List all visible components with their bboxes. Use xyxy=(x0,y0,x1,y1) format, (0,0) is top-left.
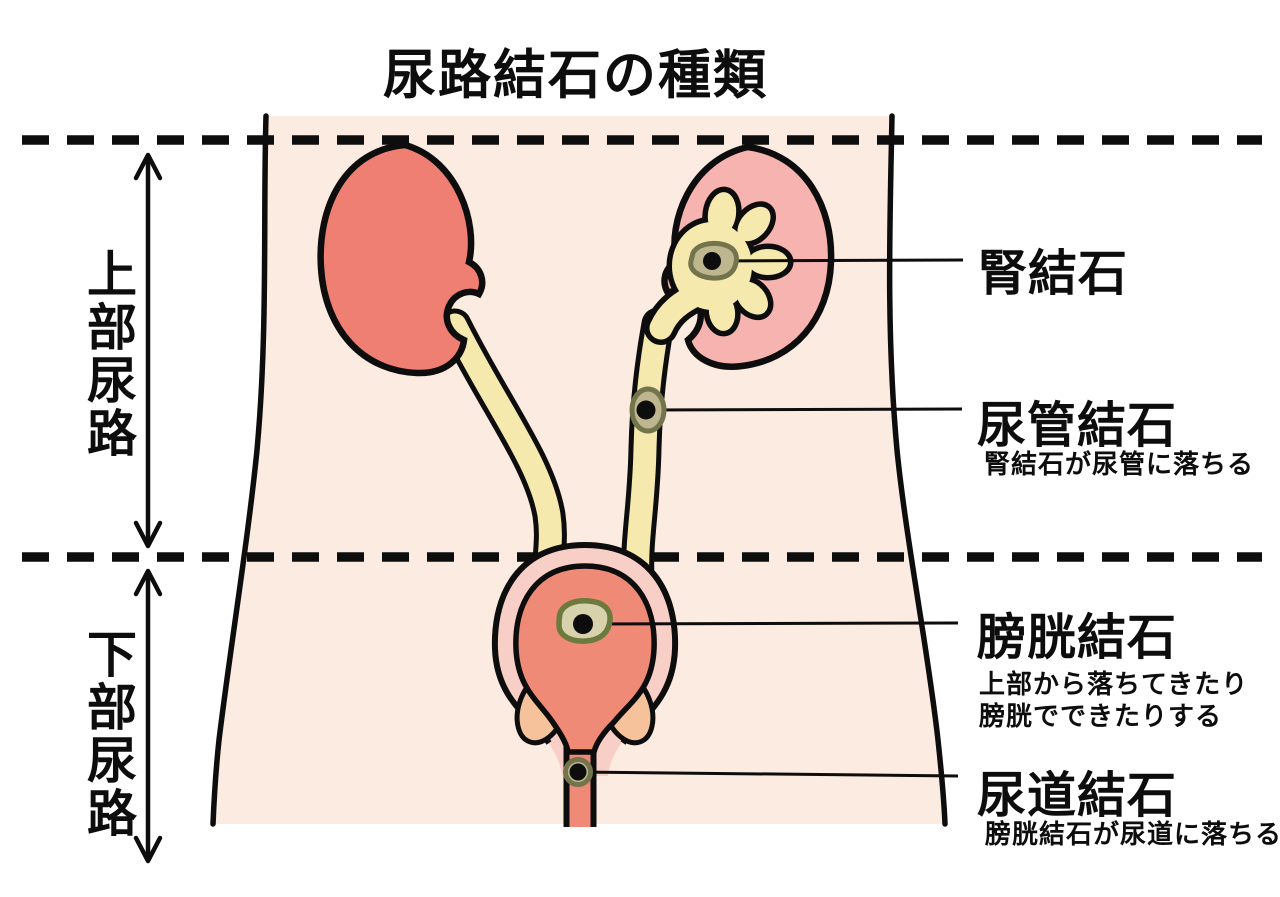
torso-left-edge xyxy=(210,113,269,827)
bladder-stone-label: 膀胱結石 xyxy=(977,609,1178,666)
bladder-stone-dot xyxy=(573,614,593,634)
leader-ureter-stone xyxy=(645,407,963,412)
urethra-stone-label: 尿道結石 xyxy=(977,767,1178,824)
urethra-stone-note: 膀胱結石が尿道に落ちる xyxy=(985,820,1280,850)
bladder-stone-note-line1: 上部から落ちてきたり xyxy=(979,670,1249,700)
torso-right-edge xyxy=(886,113,948,827)
bladder-cavity xyxy=(513,563,657,755)
ureter-stone-note: 腎結石が尿管に落ちる xyxy=(984,450,1255,480)
kidney-stone-label: 腎結石 xyxy=(978,245,1129,302)
leader-bladder-stone xyxy=(582,621,959,626)
right-ureter xyxy=(626,312,670,588)
urethra-stone-dot xyxy=(569,763,587,781)
leader-urethra-stone xyxy=(577,770,959,778)
bladder-wall-outline xyxy=(491,541,679,745)
region-lower-label: 下部尿路 xyxy=(79,628,137,840)
upper-tract-arrow xyxy=(133,152,163,549)
ureter-stone-label: 尿管結石 xyxy=(977,397,1178,454)
left-kidney xyxy=(317,141,486,377)
bladder-stone-note-line2: 膀胱でできたりする xyxy=(979,702,1223,732)
leader-kidney-stone xyxy=(711,258,964,263)
ureter-stone-dot xyxy=(636,400,656,420)
region-upper-label: 上部尿路 xyxy=(79,248,137,460)
lower-tract-arrow xyxy=(133,568,163,864)
diagram-title: 尿路結石の種類 xyxy=(383,45,768,106)
kidney-stone-dot xyxy=(703,252,721,270)
